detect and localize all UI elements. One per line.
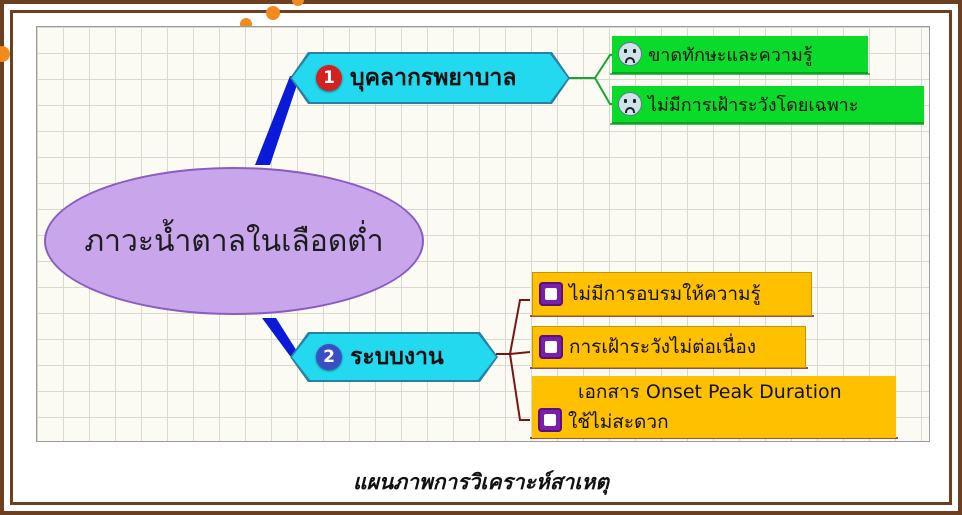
purple-square-icon: [539, 335, 563, 359]
cause-item-label: ไม่มีการอบรมให้ความรู้: [569, 283, 761, 305]
cause-item-label-line1: เอกสาร Onset Peak Duration: [578, 381, 842, 403]
branch-2-label: ระบบงาน: [350, 344, 444, 370]
purple-square-icon: [539, 282, 563, 306]
decor-dot: [0, 46, 10, 62]
branch-1-label: บุคลากรพยาบาล: [350, 65, 517, 91]
diagram-caption: แผนภาพการวิเคราะห์สาเหตุ: [353, 470, 609, 494]
central-topic[interactable]: ภาวะน้ำตาลในเลือดต่ำ: [44, 167, 424, 315]
cause-item-2-1[interactable]: ไม่มีการอบรมให้ความรู้: [532, 272, 812, 316]
decor-dot: [266, 6, 280, 20]
cause-item-label: ขาดทักษะและความรู้: [648, 44, 813, 66]
inner-frame: [10, 10, 952, 505]
cause-item-label: ไม่มีการเฝ้าระวังโดยเฉพาะ: [648, 94, 859, 116]
sad-face-icon: [618, 42, 642, 66]
branch-2-node[interactable]: 2 ระบบงาน: [292, 334, 496, 380]
cause-item-2-3[interactable]: เอกสาร Onset Peak Duration ใช้ไม่สะดวก: [532, 376, 896, 438]
decor-dot: [292, 0, 304, 6]
cause-item-1-1[interactable]: ขาดทักษะและความรู้: [612, 36, 868, 74]
cause-item-label-line2: ใช้ไม่สะดวก: [568, 411, 669, 433]
branch-1-node[interactable]: 1 บุคลากรพยาบาล: [292, 54, 568, 102]
sad-face-icon: [618, 92, 642, 116]
number-2-badge: 2: [316, 344, 342, 370]
purple-square-icon: [538, 408, 562, 432]
cause-item-1-2[interactable]: ไม่มีการเฝ้าระวังโดยเฉพาะ: [612, 86, 924, 124]
central-topic-label: ภาวะน้ำตาลในเลือดต่ำ: [84, 223, 384, 259]
cause-item-2-2[interactable]: การเฝ้าระวังไม่ต่อเนื่อง: [532, 326, 806, 368]
number-1-badge: 1: [316, 65, 342, 91]
cause-item-label: การเฝ้าระวังไม่ต่อเนื่อง: [569, 336, 757, 358]
